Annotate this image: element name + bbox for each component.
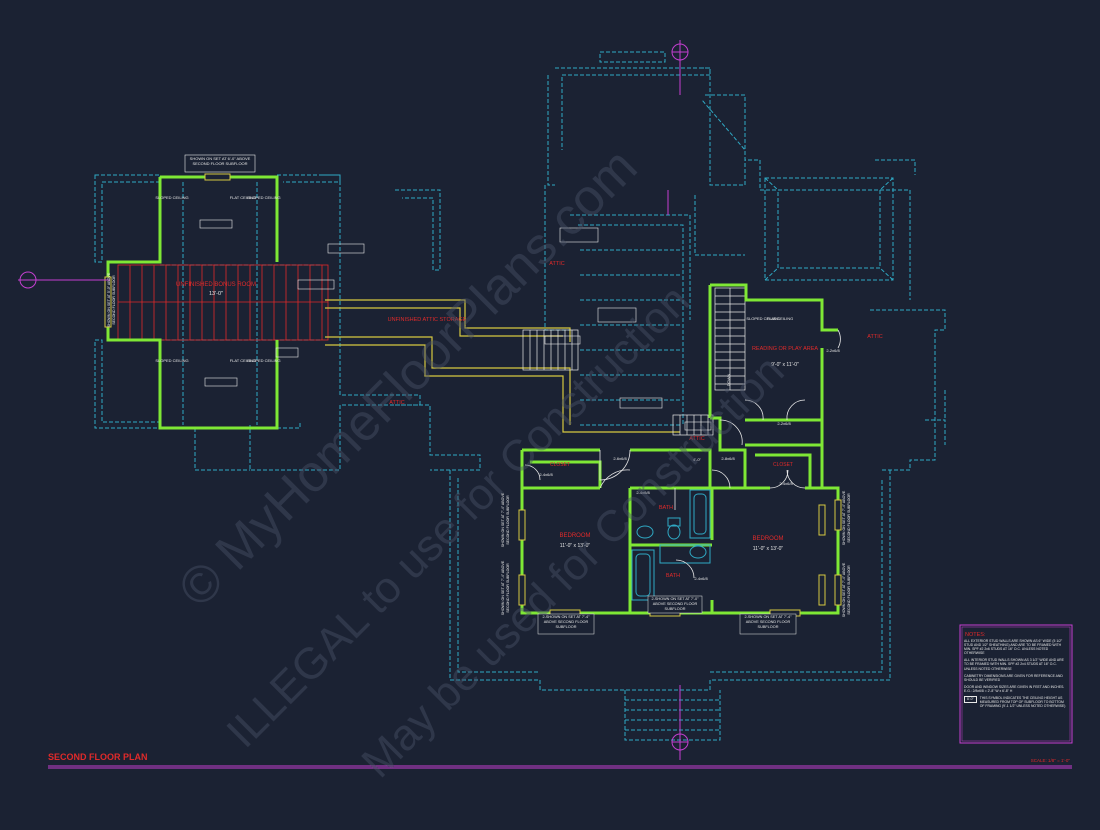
- door-label-closet-right: 2-2x6/8: [777, 421, 791, 426]
- bed-side-window-r1: SHOWN ON SET AT 7'-4" ABOVE SECOND FLOOR…: [842, 490, 851, 546]
- bedroom-left-label: BEDROOM: [559, 533, 590, 539]
- attic-storage-label: UNFINISHED ATTIC STORAGE: [388, 317, 467, 323]
- top-window-callout-box: [184, 154, 256, 173]
- bonus-stair-hatch: [117, 264, 329, 341]
- closet-right-label: CLOSET: [773, 462, 793, 468]
- door-label-small: 2-6x6/8: [613, 456, 627, 461]
- notes-body: ALL EXTERIOR STUD WALLS ARE SHOWN AS 6" …: [964, 639, 1069, 708]
- door-label-bath2: 2-4x6/8: [694, 576, 708, 581]
- note-5-symbol: 8'-0": [964, 696, 977, 704]
- plan-title: SECOND FLOOR PLAN: [48, 752, 148, 762]
- sloped-ceiling-tr: SLOPED CEILING: [247, 195, 280, 200]
- note-5-row: 8'-0" THIS SYMBOL INDICATES THE CEILING …: [964, 696, 1069, 708]
- reading-area-label: READING OR PLAY AREA: [752, 346, 818, 352]
- bedroom-left-dim: 11'-0" x 13'-0": [560, 543, 591, 549]
- bed-window-right-box: [739, 613, 797, 635]
- note-1: ALL EXTERIOR STUD WALLS ARE SHOWN AS 6" …: [964, 639, 1063, 656]
- bath-window-fo: 2-SHOWN ON SET AT 7'-0" ABOVE SECOND FLO…: [651, 597, 699, 611]
- bed-side-window-r2-fo: SHOWN ON SET AT 7'-4" ABOVE SECOND FLOOR…: [842, 562, 851, 618]
- door-swings: [524, 329, 841, 579]
- bath-upper-label: BATH: [659, 505, 673, 511]
- side-window-fo: SHOWN ON SET AT 5'-0" ABOVE SECOND FLOOR…: [107, 272, 116, 328]
- bath-window-box: [647, 595, 703, 614]
- bath-lower-label: BATH: [666, 573, 680, 579]
- red-labels: UNFINISHED BONUS ROOM 13'-0" UNFINISHED …: [176, 261, 883, 579]
- white-callouts: SHOWN ON SET AT 6'-0" ABOVE SECOND FLOOR…: [155, 154, 840, 635]
- attic-walkway: [325, 299, 680, 433]
- closet-left-label: CLOSET: [550, 462, 570, 468]
- section-markers: [18, 40, 1072, 769]
- bed-window-left: 2-SHOWN ON SET AT 7'-4" ABOVE SECOND FLO…: [542, 615, 590, 629]
- center-stair: [522, 329, 714, 436]
- notes-panel: NOTES: ALL EXTERIOR STUD WALLS ARE SHOWN…: [959, 624, 1073, 744]
- bed-side-window-r2: SHOWN ON SET AT 7'-4" ABOVE SECOND FLOOR…: [842, 562, 851, 618]
- note-3: CABINETRY DIMENSIONS ARE GIVEN FOR REFER…: [964, 673, 1063, 682]
- attic-label-center: ATTIC: [549, 261, 565, 267]
- door-label-right: 2-4x6/8: [779, 481, 793, 486]
- top-window-callout-fo: SHOWN ON SET AT 6'-0" ABOVE SECOND FLOOR…: [189, 156, 251, 166]
- note-5: THIS SYMBOL INDICATES THE CEILING HEIGHT…: [979, 696, 1066, 709]
- bonus-ceiling-lines: [160, 182, 320, 425]
- flat-ceiling-reading: FLAT CEILING: [767, 316, 794, 321]
- notes-panel-border: [959, 624, 1073, 744]
- door-label-attic: 2-8x6/8: [721, 456, 735, 461]
- flat-ceiling-tl: FLAT CEILING: [230, 195, 257, 200]
- notes-panel-inner-border: [961, 626, 1071, 742]
- notes-heading: NOTES:: [965, 632, 986, 638]
- door-label-reading: 2-2x6/8: [826, 348, 840, 353]
- bedroom-right-dim: 11'-0" x 13'-0": [753, 546, 784, 552]
- roof-outline-lines: [94, 51, 946, 741]
- note-2: ALL INTERIOR STUD WALLS SHOWN AS 3 1/2" …: [964, 658, 1064, 671]
- bed-side-window-r1-fo: SHOWN ON SET AT 7'-4" ABOVE SECOND FLOOR…: [842, 490, 851, 546]
- door-label-bath: 2-4x6/8: [636, 490, 650, 495]
- attic-label-right: ATTIC: [867, 334, 883, 340]
- top-window-callout: SHOWN ON SET AT 6'-0" ABOVE SECOND FLOOR…: [189, 156, 251, 166]
- bed-window-right-fo: 2-SHOWN ON SET AT 7'-4" ABOVE SECOND FLO…: [744, 615, 792, 629]
- bath-fixtures: [631, 489, 711, 601]
- hip-roof-outline: [764, 177, 894, 281]
- stair-note: DOWN: [726, 374, 731, 387]
- right-stair: [714, 287, 746, 391]
- door-label-left: 2-4x6/8: [539, 472, 553, 477]
- flat-ceiling-bl: FLAT CEILING: [230, 358, 257, 363]
- red-label-boxes: [199, 219, 712, 431]
- sloped-ceiling-reading: SLOPED CEILING: [746, 316, 779, 321]
- sloped-ceiling-br: SLOPED CEILING: [247, 358, 280, 363]
- reading-area-dim: 9'-0" x 11'-0": [771, 362, 799, 368]
- side-window-callout: SHOWN ON SET AT 5'-0" ABOVE SECOND FLOOR…: [107, 272, 116, 328]
- attic-label-hall: ATTIC: [689, 436, 705, 442]
- notes-body-fo: ALL EXTERIOR STUD WALLS ARE SHOWN AS 6" …: [964, 639, 1069, 708]
- hall-dim-label: 4'-0": [693, 457, 702, 462]
- bonus-room-label: UNFINISHED BONUS ROOM: [176, 282, 256, 288]
- attic-label-left: ATTIC: [389, 400, 405, 406]
- bed-window-right: 2-SHOWN ON SET AT 7'-4" ABOVE SECOND FLO…: [744, 615, 792, 629]
- sloped-ceiling-bl: SLOPED CEILING: [155, 358, 188, 363]
- bath-window: 2-SHOWN ON SET AT 7'-0" ABOVE SECOND FLO…: [651, 597, 699, 611]
- bonus-room-dim: 13'-0": [209, 291, 223, 297]
- plan-scale: SCALE: 1/8" = 1'-0": [1031, 758, 1071, 763]
- bed-window-left-box: [537, 613, 595, 635]
- sloped-ceiling-tl: SLOPED CEILING: [155, 195, 188, 200]
- bed-window-left-fo: 2-SHOWN ON SET AT 7'-4" ABOVE SECOND FLO…: [542, 615, 590, 629]
- bedroom-right-label: BEDROOM: [752, 536, 783, 542]
- note-4: DOOR AND WINDOW SIZES ARE GIVEN IN FEET …: [964, 684, 1065, 693]
